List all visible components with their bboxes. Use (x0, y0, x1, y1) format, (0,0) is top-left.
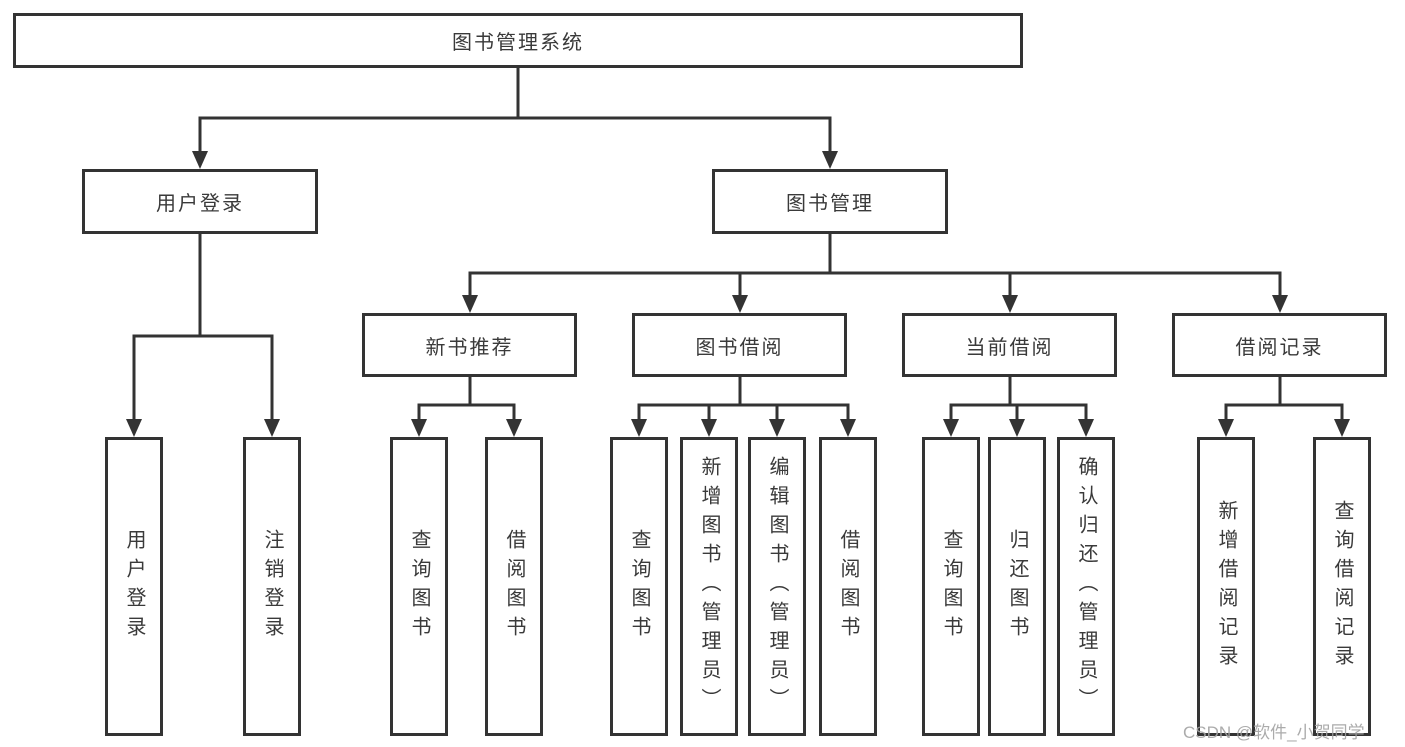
leaf-borrow-books: 借阅图书 (819, 437, 877, 736)
node-label: 图书管理 (786, 193, 874, 215)
node-borrowing-records: 借阅记录 (1172, 313, 1387, 377)
leaf-label: 用户登录 (123, 528, 145, 645)
leaf-label: 新增图书（管理员） (698, 456, 720, 717)
leaf-query-borrow-record: 查询借阅记录 (1313, 437, 1371, 736)
leaf-label: 确认归还（管理员） (1075, 456, 1097, 717)
leaf-label: 查询图书 (940, 528, 962, 645)
leaf-borrow-books-recommendation: 借阅图书 (485, 437, 543, 736)
leaf-label: 注销登录 (261, 528, 283, 645)
arrowheads (126, 151, 1350, 437)
leaf-user-login: 用户登录 (105, 437, 163, 736)
leaf-add-borrow-record: 新增借阅记录 (1197, 437, 1255, 736)
node-label: 当前借阅 (965, 336, 1054, 359)
node-book-management: 图书管理 (712, 169, 948, 234)
leaf-label: 借阅图书 (503, 528, 525, 645)
leaf-logout: 注销登录 (243, 437, 301, 736)
csdn-watermark: CSDN @软件_小贺同学 (1183, 723, 1365, 742)
leaf-label: 查询图书 (408, 528, 430, 645)
leaf-label: 借阅图书 (837, 528, 859, 645)
leaf-label: 编辑图书（管理员） (766, 456, 788, 717)
leaf-return-book: 归还图书 (988, 437, 1046, 736)
leaf-query-books-borrowing: 查询图书 (610, 437, 668, 736)
leaf-query-books-recommendation: 查询图书 (390, 437, 448, 736)
leaf-label: 新增借阅记录 (1215, 499, 1237, 674)
node-new-book-recommendation: 新书推荐 (362, 313, 577, 377)
leaf-label: 归还图书 (1006, 528, 1028, 645)
node-book-borrowing: 图书借阅 (632, 313, 847, 377)
node-label: 新书推荐 (425, 336, 514, 359)
node-label: 图书管理系统 (452, 32, 584, 54)
leaf-label: 查询借阅记录 (1331, 499, 1353, 674)
leaf-confirm-return-admin: 确认归还（管理员） (1057, 437, 1115, 736)
leaf-edit-book-admin: 编辑图书（管理员） (748, 437, 806, 736)
node-label: 用户登录 (156, 193, 244, 215)
leaf-add-book-admin: 新增图书（管理员） (680, 437, 738, 736)
node-current-borrowing: 当前借阅 (902, 313, 1117, 377)
node-library-system: 图书管理系统 (13, 13, 1023, 68)
leaf-query-books-current: 查询图书 (922, 437, 980, 736)
node-label: 借阅记录 (1235, 336, 1324, 359)
node-label: 图书借阅 (695, 336, 784, 359)
leaf-label: 查询图书 (628, 528, 650, 645)
node-user-login: 用户登录 (82, 169, 318, 234)
